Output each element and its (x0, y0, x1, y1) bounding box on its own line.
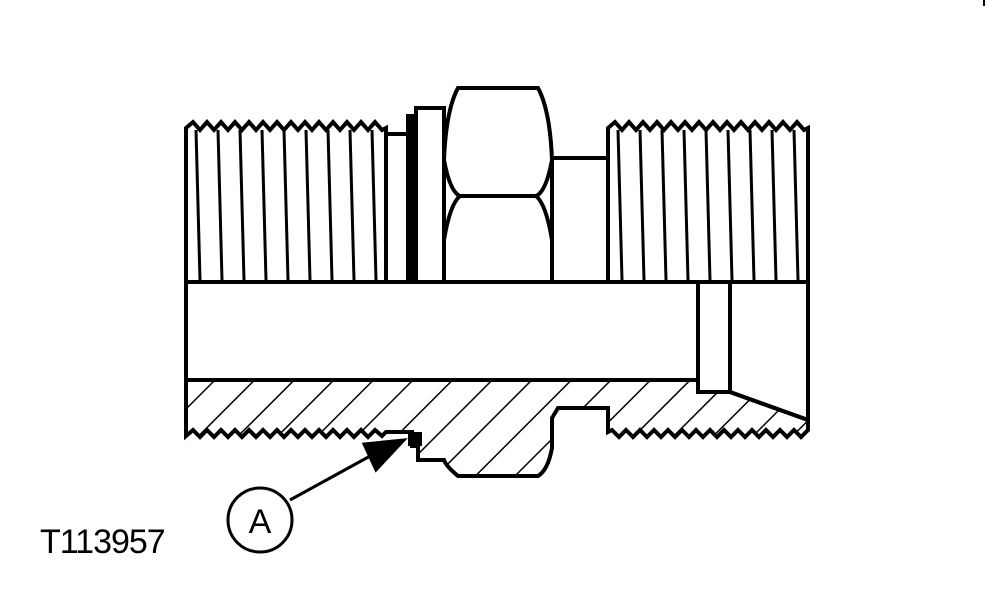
hex-body (442, 86, 610, 284)
callout-a: A (226, 486, 294, 554)
callout-a-label: A (249, 503, 272, 541)
callout-a-circle (226, 486, 294, 554)
right-threaded-section (606, 118, 810, 282)
left-threaded-section (184, 118, 388, 282)
callout-leader (289, 438, 408, 502)
section-cutaway (184, 378, 810, 478)
right-thread-crest (606, 118, 810, 282)
hatched-region (184, 378, 810, 478)
left-thread-lines (194, 129, 378, 281)
figure-id: T113957 (40, 523, 166, 561)
right-thread-lines (616, 129, 800, 281)
left-thread-crest (184, 118, 388, 282)
oring-groove (384, 106, 446, 284)
oring-section (408, 432, 422, 446)
chamfer-line (729, 390, 809, 422)
